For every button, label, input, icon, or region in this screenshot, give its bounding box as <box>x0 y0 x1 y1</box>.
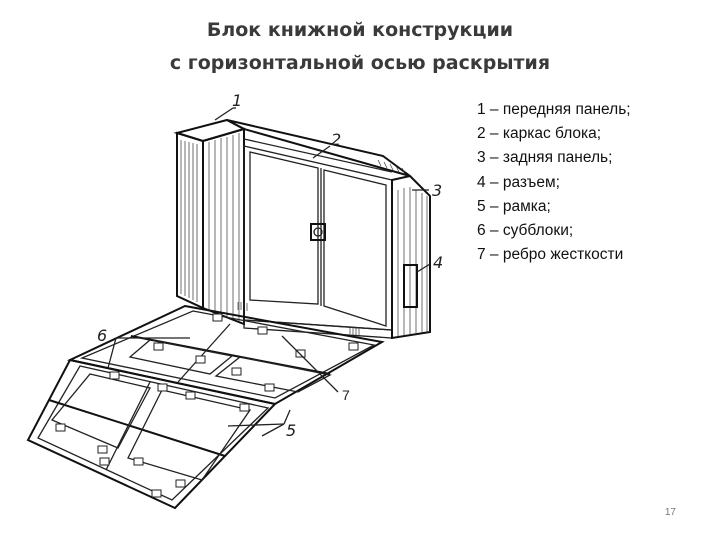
legend-item-3: 3 – задняя панель; <box>477 149 613 167</box>
legend-item-4: 4 – разъем; <box>477 173 560 191</box>
callout-1: 1 <box>232 91 242 110</box>
legend-item-7: 7 – ребро жесткости <box>477 246 624 264</box>
unfolded-frame <box>26 302 385 510</box>
legend-item-6: 6 – субблоки; <box>477 222 574 240</box>
block-frame <box>173 118 431 340</box>
left-door <box>249 151 319 305</box>
legend-item-2: 2 – каркас блока; <box>477 125 602 143</box>
callout-5: 5 <box>286 421 296 440</box>
page-number: 17 <box>664 507 676 518</box>
callout-6: 6 <box>97 326 107 345</box>
legend-item-1: 1 – передняя панель; <box>477 101 631 118</box>
callout-3: 3 <box>432 181 442 200</box>
title-line-2: с горизонтальной осью раскрытия <box>169 52 551 74</box>
lower-frame <box>26 358 277 510</box>
legend-item-5: 5 – рамка; <box>477 197 551 215</box>
title-line-1: Блок книжной конструкции <box>206 19 514 41</box>
callout-4: 4 <box>433 253 443 272</box>
callouts: 1 2 3 4 5 6 7 <box>97 91 443 440</box>
connector-4 <box>403 264 418 308</box>
right-door <box>323 169 387 327</box>
callout-2: 2 <box>331 130 341 149</box>
rib-7-lower <box>48 399 226 457</box>
callout-7: 7 <box>342 387 350 403</box>
door-lock <box>310 223 326 241</box>
slide-title: Блок книжной конструкции с горизонтально… <box>0 14 720 80</box>
legend: 1 – передняя панель; 2 – каркас блока; 3… <box>477 98 631 267</box>
